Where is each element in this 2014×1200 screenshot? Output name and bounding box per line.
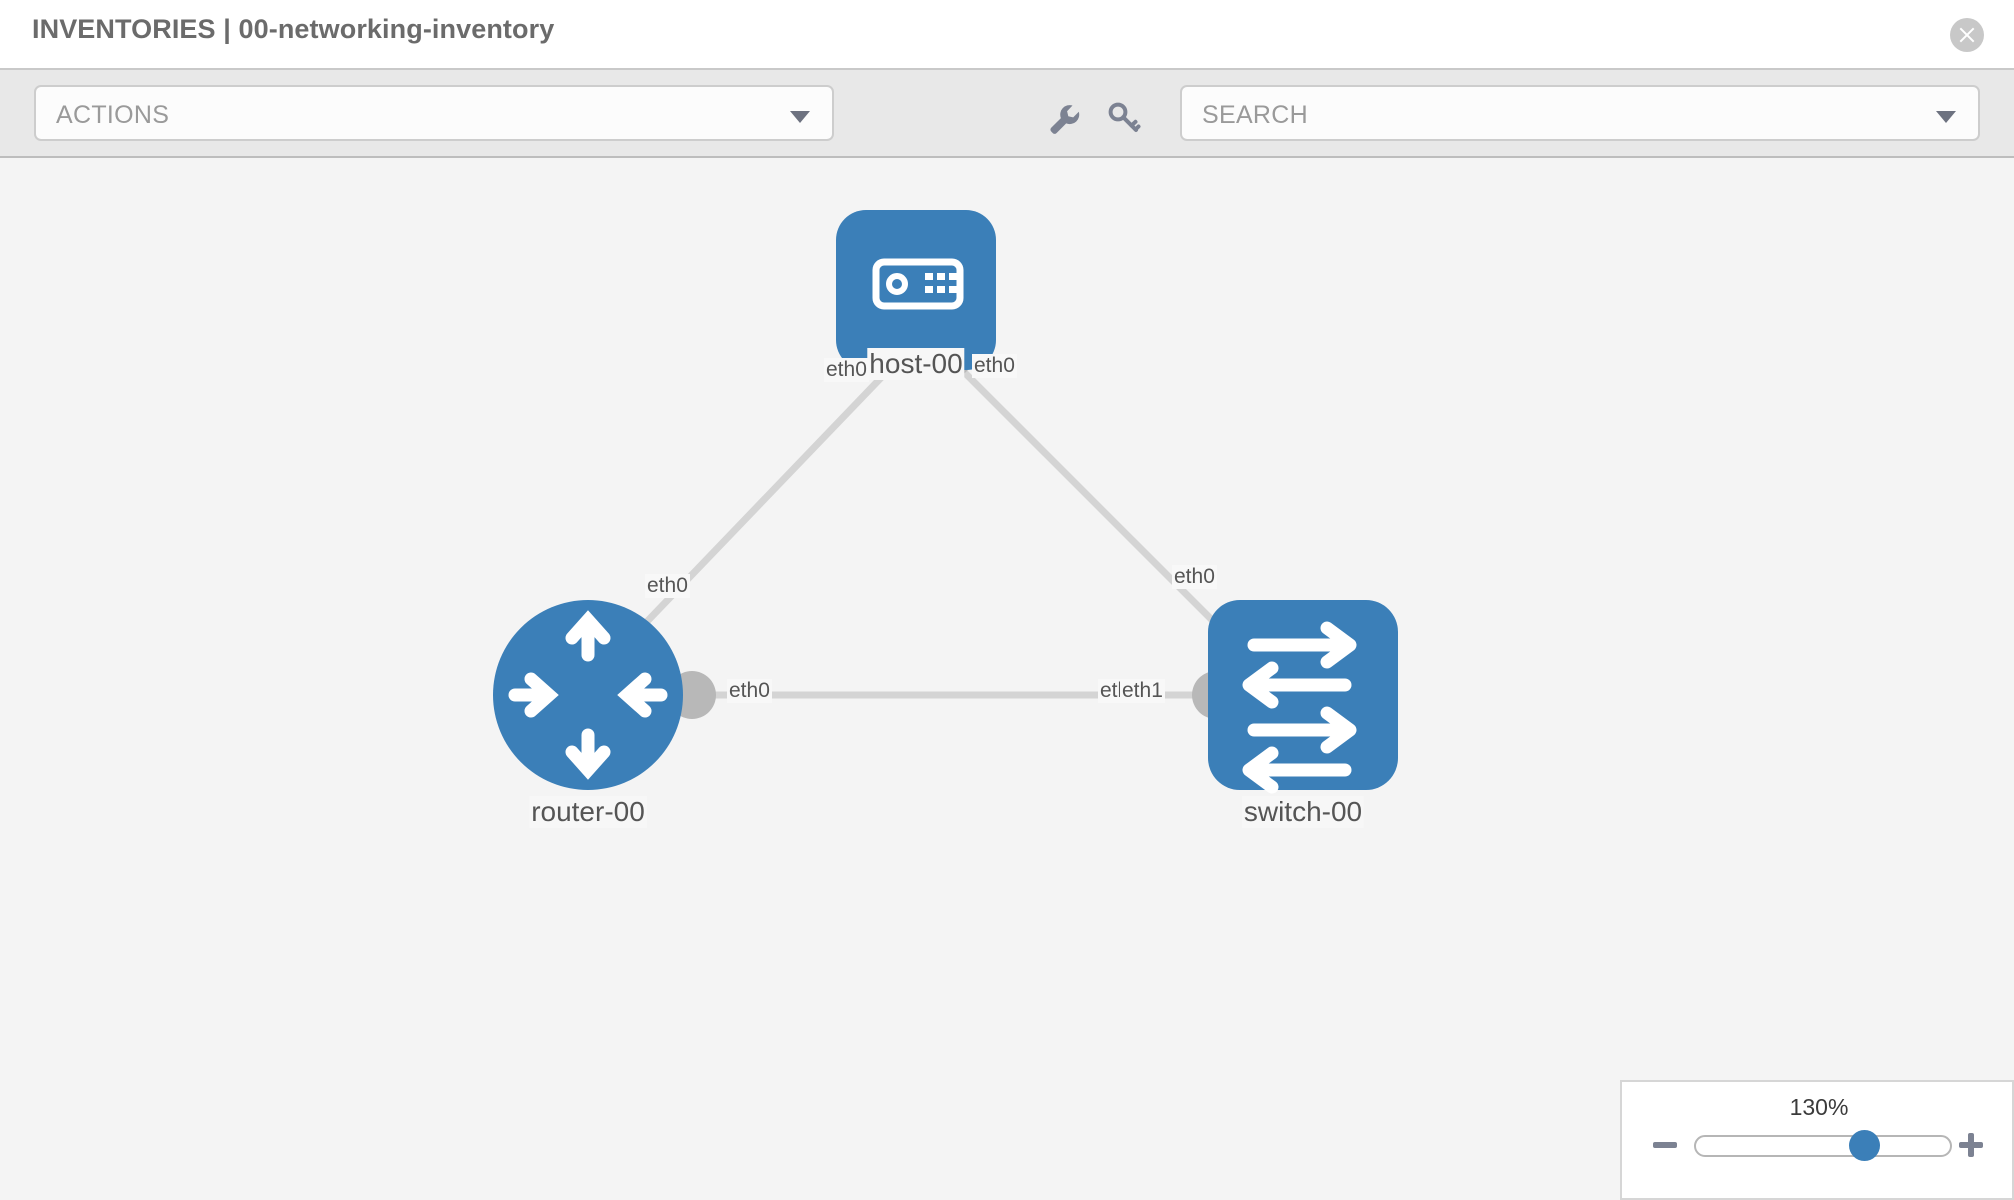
router-arrows-icon	[508, 610, 668, 780]
iface-label: eth1	[1120, 679, 1165, 703]
node-router-00[interactable]	[493, 600, 683, 790]
link-edges	[608, 354, 1249, 699]
actions-dropdown-label: ACTIONS	[56, 101, 170, 129]
iface-label: eth0	[645, 574, 690, 598]
zoom-level-value: 130%	[1789, 1094, 1849, 1120]
edge-host-switch	[946, 354, 1249, 657]
plus-icon[interactable]	[1956, 1130, 1986, 1160]
iface-label: eth0	[727, 679, 772, 703]
search-input[interactable]: SEARCH	[1180, 85, 1980, 141]
zoom-slider-thumb[interactable]	[1849, 1130, 1880, 1161]
node-label-switch-00: switch-00	[1241, 796, 1365, 828]
close-icon[interactable]	[1950, 18, 1984, 52]
chevron-down-icon[interactable]	[1936, 111, 1956, 123]
actions-dropdown[interactable]: ACTIONS	[34, 85, 834, 141]
node-host-00[interactable]	[836, 210, 996, 370]
node-label-router-00: router-00	[529, 796, 647, 828]
connector-stubs	[668, 330, 1266, 719]
zoom-control-panel: 130%	[1620, 1080, 2014, 1200]
iface-label: eth0	[824, 358, 869, 382]
switch-arrows-icon	[1242, 621, 1357, 794]
iface-label: eth0	[1172, 565, 1217, 589]
toolbar: ACTIONS SEARCH	[0, 68, 2014, 158]
wrench-icon[interactable]	[1043, 98, 1083, 138]
minus-icon[interactable]	[1650, 1130, 1680, 1160]
chevron-down-icon	[790, 111, 810, 123]
search-placeholder: SEARCH	[1202, 101, 1308, 129]
node-switch-00[interactable]	[1208, 600, 1398, 794]
page-header: INVENTORIES | 00-networking-inventory	[0, 0, 2014, 68]
page-title: INVENTORIES | 00-networking-inventory	[32, 14, 555, 44]
server-icon	[872, 258, 964, 310]
node-label-host-00: host-00	[867, 348, 965, 380]
key-icon[interactable]	[1103, 98, 1143, 138]
topology-graph	[493, 210, 1398, 794]
edge-host-router	[608, 354, 904, 662]
zoom-slider-track[interactable]	[1694, 1135, 1952, 1157]
iface-label: eth0	[972, 354, 1017, 378]
topology-canvas[interactable]: host-00 router-00 switch-00 eth0 eth0 et…	[0, 158, 2014, 1200]
